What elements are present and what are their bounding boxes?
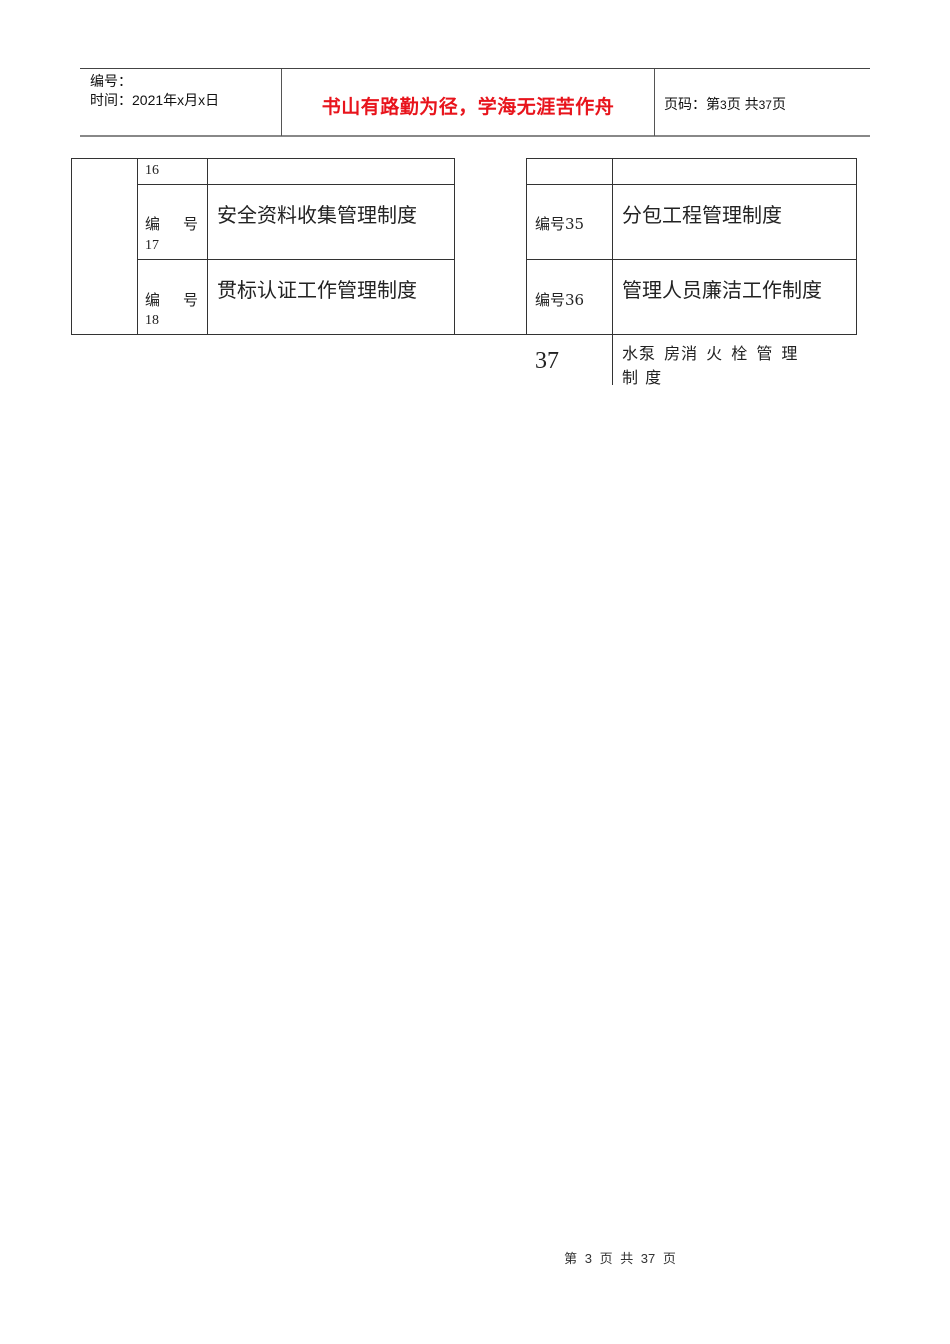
page-current: 3 <box>720 98 727 112</box>
table-rule <box>71 158 72 335</box>
policy-title-line1: 水泵 房消 火 栓 管 理 <box>622 344 799 363</box>
doc-number-label: 编号： <box>90 73 132 89</box>
header-top-rule <box>80 68 870 69</box>
header-bottom-rule <box>80 135 870 137</box>
doc-date: 时间：2021年x月x日 <box>90 92 220 108</box>
row-id-label: 编 <box>145 215 161 233</box>
table-rule <box>71 158 455 159</box>
table-rule <box>137 158 138 335</box>
row-id-37: 37 <box>535 348 559 374</box>
header-meta: 编号： 时间：2021年x月x日 <box>90 72 219 110</box>
row-id-number: 18 <box>145 313 159 328</box>
policy-title: 贯标认证工作管理制度 <box>217 278 417 302</box>
header-motto: 书山有路勤为径，学海无涯苦作舟 <box>321 96 615 118</box>
table-rule <box>526 259 857 260</box>
table-rule <box>137 184 455 185</box>
header-divider-1 <box>281 69 282 136</box>
row-id-label: 编 <box>145 291 161 309</box>
policy-title: 管理人员廉洁工作制度 <box>622 278 822 302</box>
table-rule <box>612 158 613 385</box>
table-rule <box>207 158 208 335</box>
page-total: 37 <box>758 98 772 112</box>
header-page-info: 页码：第3页 共37页 <box>664 94 786 114</box>
row-id-number: 17 <box>145 238 159 253</box>
page-mid: 页 共 <box>726 96 759 112</box>
table-rule <box>526 158 857 159</box>
row-id-16: 16 <box>145 163 159 178</box>
row-id-label: 号 <box>183 215 199 233</box>
row-id: 编号36 <box>535 291 585 309</box>
row-id-label: 号 <box>183 291 199 309</box>
table-rule <box>137 259 455 260</box>
policy-title-line2: 制 度 <box>622 368 663 387</box>
table-rule <box>71 334 857 335</box>
row-id: 编号35 <box>535 215 585 233</box>
page-prefix: 页码：第 <box>664 96 720 112</box>
policy-title: 安全资料收集管理制度 <box>217 203 417 227</box>
table-rule <box>856 158 857 335</box>
table-rule <box>526 158 527 335</box>
policy-title: 分包工程管理制度 <box>622 203 782 227</box>
page-suffix: 页 <box>771 96 786 112</box>
header-divider-2 <box>654 69 655 136</box>
table-rule <box>526 184 857 185</box>
table-rule <box>454 158 455 335</box>
page-footer: 第 3 页 共 37 页 <box>564 1251 676 1266</box>
